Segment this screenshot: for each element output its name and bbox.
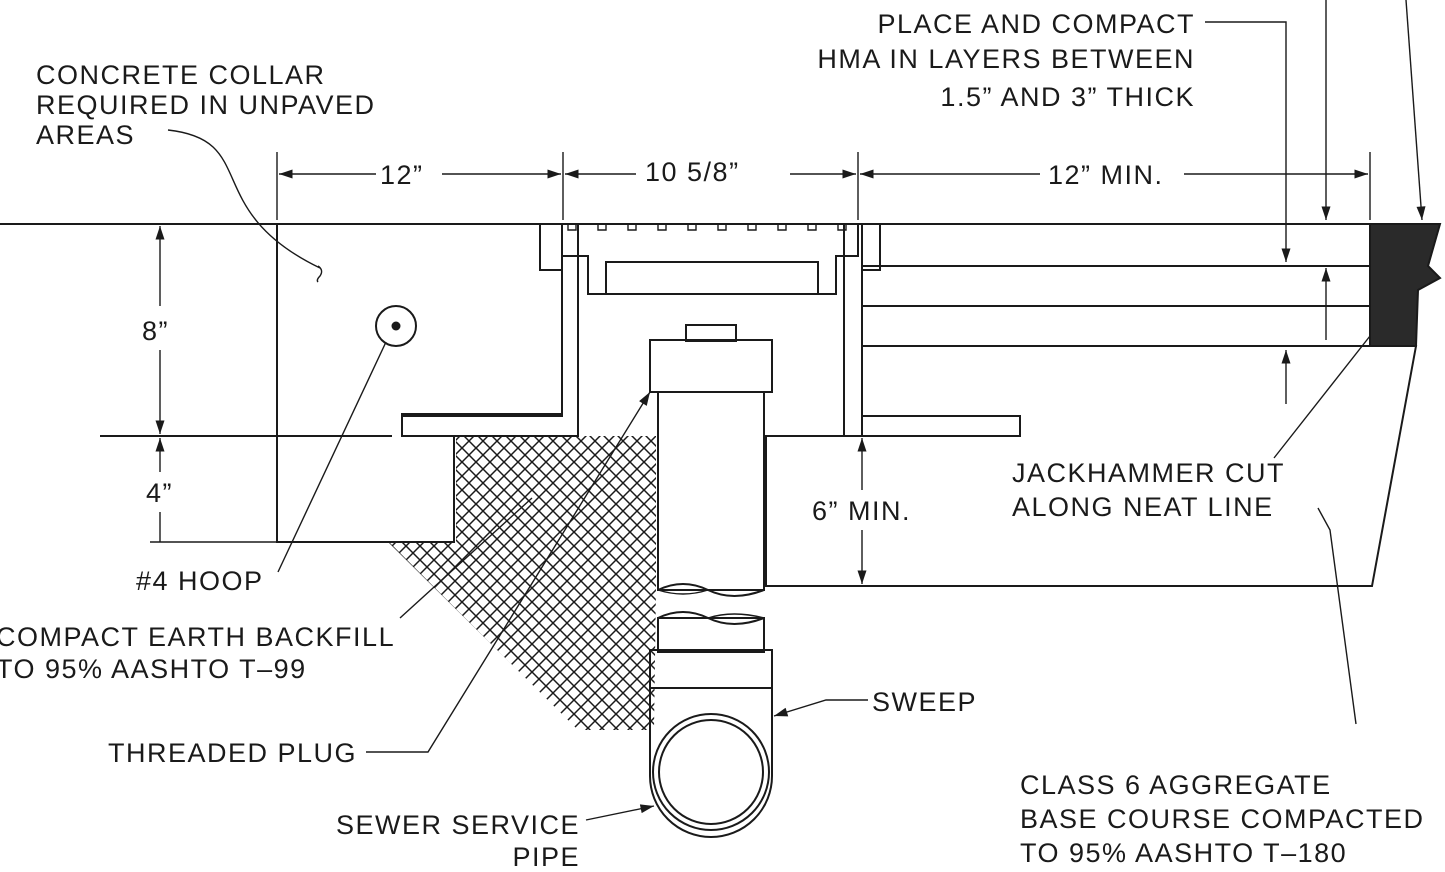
sewer-pipe-inner — [658, 719, 764, 825]
sweep-collar — [649, 649, 773, 689]
label-backfill-2: TO 95% AASHTO T–99 — [0, 654, 307, 684]
riser-lower — [657, 617, 765, 653]
hma-layer-bottom — [861, 305, 1371, 347]
dim-8: 8” — [142, 316, 169, 346]
leader-sewer — [585, 804, 655, 821]
hma-layer-top — [861, 223, 1371, 267]
riser-pipe — [657, 391, 765, 591]
threaded-plug — [649, 339, 773, 393]
frame-right-flange — [843, 223, 1021, 437]
dim-10-5-8: 10 5/8” — [645, 157, 740, 187]
label-jackhammer-2: ALONG NEAT LINE — [1012, 492, 1274, 522]
sweep-body — [649, 688, 773, 838]
label-class6-3: TO 95% AASHTO T–180 — [1020, 838, 1347, 868]
dim-6-min: 6” MIN. — [812, 496, 911, 526]
leader-hma-1 — [1205, 21, 1291, 262]
label-collar-3: AREAS — [36, 120, 135, 150]
leader-plug — [366, 391, 651, 753]
label-plug: THREADED PLUG — [108, 738, 357, 768]
label-collar-2: REQUIRED IN UNPAVED — [36, 90, 376, 120]
label-hoop: #4 HOOP — [136, 566, 264, 596]
dim-12-left: 12” — [380, 160, 424, 190]
leader-collar — [167, 129, 321, 269]
cover-recess — [605, 261, 819, 295]
dim-12-min: 12” MIN. — [1048, 160, 1164, 190]
label-hma-1: PLACE AND COMPACT — [877, 9, 1195, 39]
label-backfill-1: COMPACT EARTH BACKFILL — [0, 622, 395, 652]
collar-squiggle — [316, 265, 323, 283]
plug-top — [685, 324, 737, 342]
leader-backfill — [399, 497, 533, 619]
leader-hoop — [277, 341, 387, 573]
pipe-break-upper-arc — [657, 589, 709, 595]
cover-lid — [561, 223, 859, 295]
leader-sweep — [773, 699, 868, 717]
earth-backfill — [388, 436, 656, 730]
label-hma-3: 1.5” AND 3” THICK — [940, 82, 1195, 112]
label-class6-2: BASE COURSE COMPACTED — [1020, 804, 1425, 834]
lid-surface-pattern — [567, 224, 847, 231]
sewer-pipe-outer — [652, 713, 770, 831]
dim-4: 4” — [146, 478, 173, 508]
label-jackhammer-1: JACKHAMMER CUT — [1012, 458, 1285, 488]
frame-left-flange — [401, 223, 579, 437]
leader-class6 — [1317, 507, 1357, 725]
hma-layer-middle — [861, 265, 1371, 307]
label-hma-2: HMA IN LAYERS BETWEEN — [817, 44, 1195, 74]
existing-pavement — [1369, 223, 1442, 347]
label-collar-1: CONCRETE COLLAR — [36, 60, 326, 90]
label-sewer-2: PIPE — [512, 842, 580, 872]
hoop-ring — [375, 305, 417, 347]
hoop-rebar-dot — [391, 321, 401, 331]
pipe-break-lower-arc — [707, 613, 765, 619]
label-sweep: SWEEP — [872, 687, 977, 717]
leader-jackhammer — [1273, 335, 1371, 459]
leader-hma-3 — [1405, 0, 1426, 221]
label-class6-1: CLASS 6 AGGREGATE — [1020, 770, 1332, 800]
label-sewer-1: SEWER SERVICE — [336, 810, 580, 840]
